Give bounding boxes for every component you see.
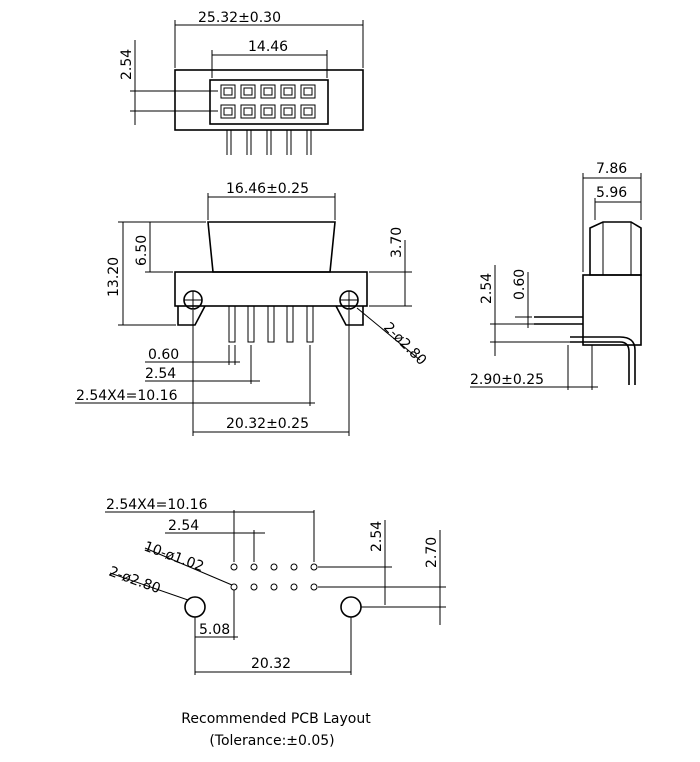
- side-shell-depth: 5.96: [596, 185, 627, 201]
- pcb-layout: 2.54X4=10.16 2.54 10-ø1.02 2-ø2.80 2.54 …: [105, 497, 446, 675]
- caption-title: Recommended PCB Layout: [181, 711, 371, 727]
- side-view: 7.86 5.96 2.54 0.60 2.90±0.25: [470, 161, 642, 390]
- pcb-pin-holes: 10-ø1.02: [142, 539, 206, 575]
- pcb-pin-span: 2.54X4=10.16: [106, 497, 208, 513]
- front-view-shell: [207, 221, 336, 273]
- top-view-contacts: [220, 84, 316, 119]
- front-flange-height: 3.70: [389, 227, 405, 258]
- front-hole-spacing: 20.32±0.25: [226, 416, 309, 432]
- side-pin-thickness: 0.60: [512, 269, 528, 300]
- pcb-mount-holes: [184, 596, 362, 618]
- front-mount-holes: 2-ø2.80: [380, 320, 429, 369]
- pcb-row-pitch: 2.54: [369, 521, 385, 552]
- front-dim-lines: [75, 193, 421, 436]
- pcb-mount-holes-label: 2-ø2.80: [107, 564, 163, 597]
- side-overall-depth: 7.86: [596, 161, 627, 177]
- pcb-row-to-hole: 2.70: [424, 537, 440, 568]
- top-overall-width: 25.32±0.30: [198, 10, 281, 26]
- pcb-hole-offset: 5.08: [199, 622, 230, 638]
- caption-tolerance: (Tolerance:±0.05): [209, 733, 334, 749]
- side-tail-offset: 2.90±0.25: [470, 372, 544, 388]
- pcb-dim-lines: [105, 510, 446, 675]
- top-view-body: [174, 69, 364, 131]
- top-dim-lines: [130, 20, 364, 125]
- side-view-body: [582, 274, 642, 346]
- front-view-pins: [228, 305, 314, 343]
- top-view-cavity: [209, 79, 329, 125]
- side-view-pins: [534, 316, 636, 385]
- side-row-pitch: 2.54: [479, 273, 495, 304]
- front-pin-pitch: 2.54: [145, 366, 176, 382]
- top-row-pitch: 2.54: [119, 49, 135, 80]
- top-view: 25.32±0.30 14.46 2.54: [119, 10, 364, 155]
- front-pin-span: 2.54X4=10.16: [76, 388, 178, 404]
- side-view-shell: [589, 221, 642, 276]
- front-view-flange: [174, 271, 368, 307]
- pcb-pin-pitch: 2.54: [168, 518, 199, 534]
- pcb-hole-spacing: 20.32: [251, 656, 291, 672]
- front-view-bracket: [177, 305, 364, 326]
- side-dim-lines: [470, 173, 642, 390]
- front-pin-width: 0.60: [148, 347, 179, 363]
- front-view: 16.46±0.25 13.20 6.50 3.70 2-ø2.80 0.60 …: [75, 181, 429, 436]
- top-pin-row-width: 14.46: [248, 39, 288, 55]
- front-shell-width: 16.46±0.25: [226, 181, 309, 197]
- front-view-mount-holes: [183, 290, 359, 310]
- front-shell-height: 6.50: [134, 235, 150, 266]
- top-view-pins: [226, 130, 312, 155]
- pcb-pin-holes: [230, 563, 318, 591]
- front-overall-height: 13.20: [106, 257, 122, 297]
